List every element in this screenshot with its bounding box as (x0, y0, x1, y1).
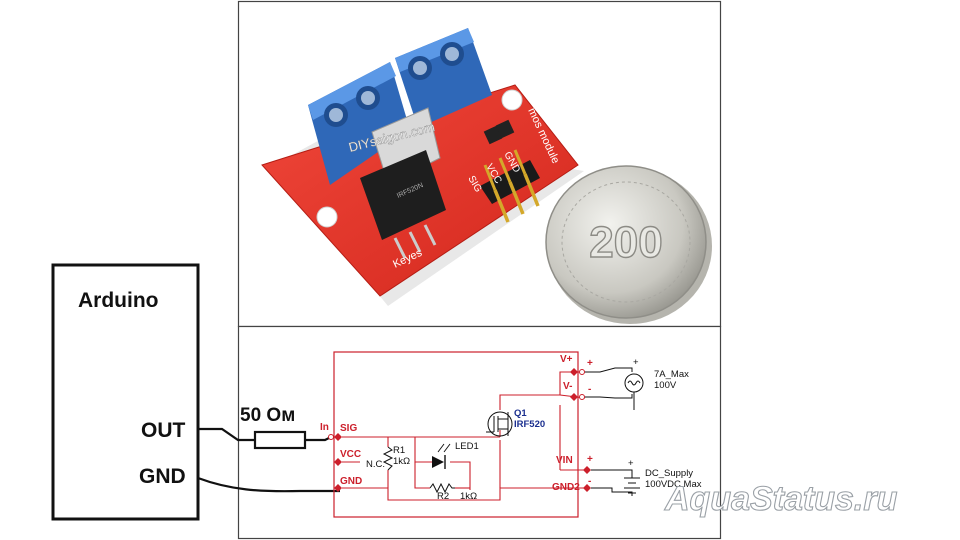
sig-label: SIG (340, 423, 357, 434)
led-diode (432, 443, 451, 469)
load-label: 7A_Max (654, 369, 689, 380)
coin-value: 200 (589, 218, 662, 267)
r1-resistor (382, 446, 394, 471)
supply-plus-sign: + (628, 458, 634, 469)
load-plus-sign: + (633, 357, 639, 368)
supply-voltage: 100VDC Max (645, 479, 702, 490)
module-photo: IRF520N SIG VCC GND mos module DIYsaigon… (261, 28, 712, 324)
mosfet-chip: IRF520N (360, 107, 446, 259)
v-minus-label: V- (563, 381, 572, 392)
q1-part: IRF520 (514, 419, 545, 430)
header-pins (480, 119, 540, 223)
load-lamp (585, 367, 644, 410)
vcc-label: VCC (340, 449, 361, 460)
supply-label: DC_Supply (645, 468, 693, 479)
r2-value: 1kΩ (460, 491, 477, 502)
site-watermark: AquaStatus.ru (664, 480, 898, 518)
series-resistor (253, 430, 307, 450)
series-resistor-label: 50 Ом (240, 405, 295, 426)
r2-resistor (429, 482, 455, 494)
arduino-gnd-label: GND (139, 465, 186, 488)
load-voltage: 100V (654, 380, 677, 391)
r1-value: 1kΩ (393, 456, 410, 467)
v-plus-label: V+ (560, 354, 573, 365)
input-in-label: In (320, 422, 329, 433)
nc-label: N.C. (366, 459, 385, 470)
dc-supply (591, 469, 640, 496)
screw-terminal-right (395, 28, 492, 128)
vin-label: VIN (556, 455, 573, 466)
module-outline (333, 351, 579, 518)
arduino-block (51, 263, 200, 521)
q1-mosfet (486, 411, 513, 437)
r1-name: R1 (393, 445, 405, 456)
gnd-label: GND (340, 476, 362, 487)
schematic-panel (237, 325, 722, 540)
gnd2-minus-sign: - (588, 476, 591, 487)
v-plus-sign: + (587, 358, 593, 369)
schematic: In SIG VCC GND N.C. (320, 351, 702, 518)
screw-terminal-left (308, 62, 410, 185)
vin-plus-sign: + (587, 454, 593, 465)
coin: 200 (545, 165, 712, 324)
r2-name: R2 (437, 491, 449, 502)
q1-name: Q1 (514, 408, 527, 419)
arduino-out-label: OUT (141, 419, 186, 442)
gnd2-label: GND2 (552, 482, 580, 493)
v-minus-sign: - (588, 384, 591, 395)
led-name: LED1 (455, 441, 479, 452)
arduino-title: Arduino (78, 289, 158, 312)
